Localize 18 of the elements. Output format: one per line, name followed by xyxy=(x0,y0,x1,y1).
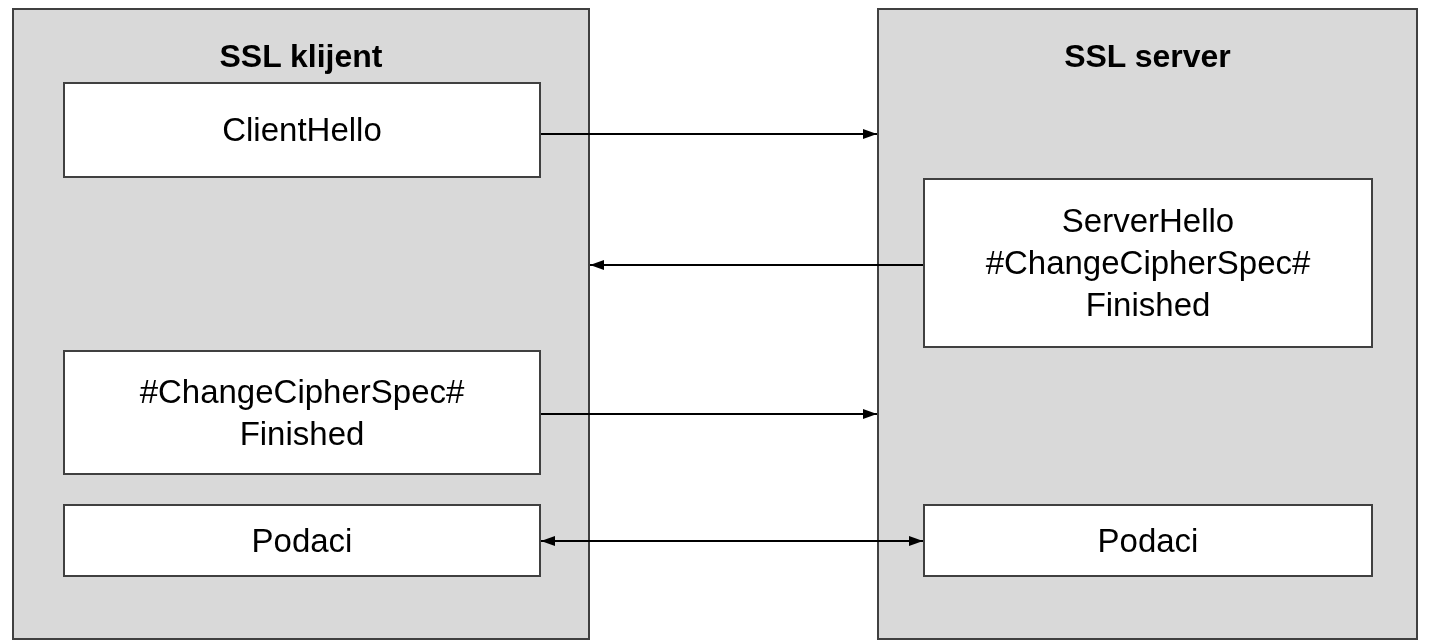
panel-title: SSL server xyxy=(1063,37,1232,76)
message-text: ServerHello #ChangeCipherSpec# Finished xyxy=(984,201,1312,325)
arrow xyxy=(589,260,924,270)
message-text: Podaci xyxy=(251,520,353,561)
arrow xyxy=(540,409,878,419)
participant-panel xyxy=(12,8,590,640)
message-box xyxy=(63,504,541,577)
message-box xyxy=(63,82,541,178)
message-box xyxy=(923,504,1373,577)
panel-title: SSL klijent xyxy=(218,37,384,76)
message-box xyxy=(923,178,1373,348)
participant-panel xyxy=(877,8,1418,640)
message-text: Podaci xyxy=(1097,520,1199,561)
arrow xyxy=(540,536,924,546)
message-text: ClientHello xyxy=(222,110,382,150)
message-box xyxy=(63,350,541,475)
message-text: #ChangeCipherSpec# Finished xyxy=(138,371,466,454)
arrow xyxy=(540,129,878,139)
